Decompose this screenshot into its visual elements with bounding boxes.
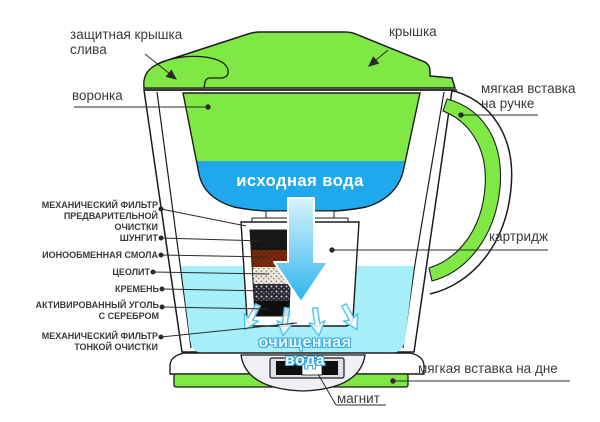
label-drain-cover: защитная крышка слива (70, 27, 183, 58)
label-zeolite: ЦЕОЛИТ (112, 267, 150, 277)
water-flow-arrow (273, 197, 329, 303)
label-handle-insert: мягкая вставка на ручке (481, 81, 576, 112)
magnet-shape (269, 357, 345, 379)
drain-cover-shape (143, 55, 229, 89)
lid-shape (143, 31, 457, 91)
label-funnel: воронка (72, 88, 123, 103)
label-bottom-insert: мягкая вставка на дне (418, 361, 558, 376)
leader-lines (74, 49, 570, 406)
label-magnet: магнит (337, 391, 380, 406)
label-ion-resin: ИОНООБМЕННАЯ СМОЛА (42, 250, 158, 260)
label-lid: крышка (389, 24, 437, 39)
layer-shungite (250, 230, 292, 250)
label-carbon-silver: АКТИВИРОВАННЫЙ УГОЛЬ С СЕРЕБРОМ (35, 300, 159, 321)
base (169, 352, 425, 392)
layer-carbon (250, 301, 292, 316)
source-water-area (197, 161, 406, 211)
label-flint: КРЕМЕНЬ (115, 284, 159, 294)
handle-soft-insert (428, 98, 502, 282)
label-cartridge: картридж (488, 229, 548, 244)
label-fine-filter: МЕХАНИЧЕСКИЙ ФИЛЬТР ТОНКОЙ ОЧИСТКИ (41, 331, 158, 352)
label-purified-water: очищенная вода (258, 334, 352, 369)
label-shungite: ШУНГИТ (119, 233, 158, 243)
label-source-water: исходная вода (236, 172, 364, 190)
label-pre-filter: МЕХАНИЧЕСКИЙ ФИЛЬТР ПРЕДВАРИТЕЛЬНОЙ ОЧИС… (41, 200, 158, 232)
handle (428, 89, 513, 295)
